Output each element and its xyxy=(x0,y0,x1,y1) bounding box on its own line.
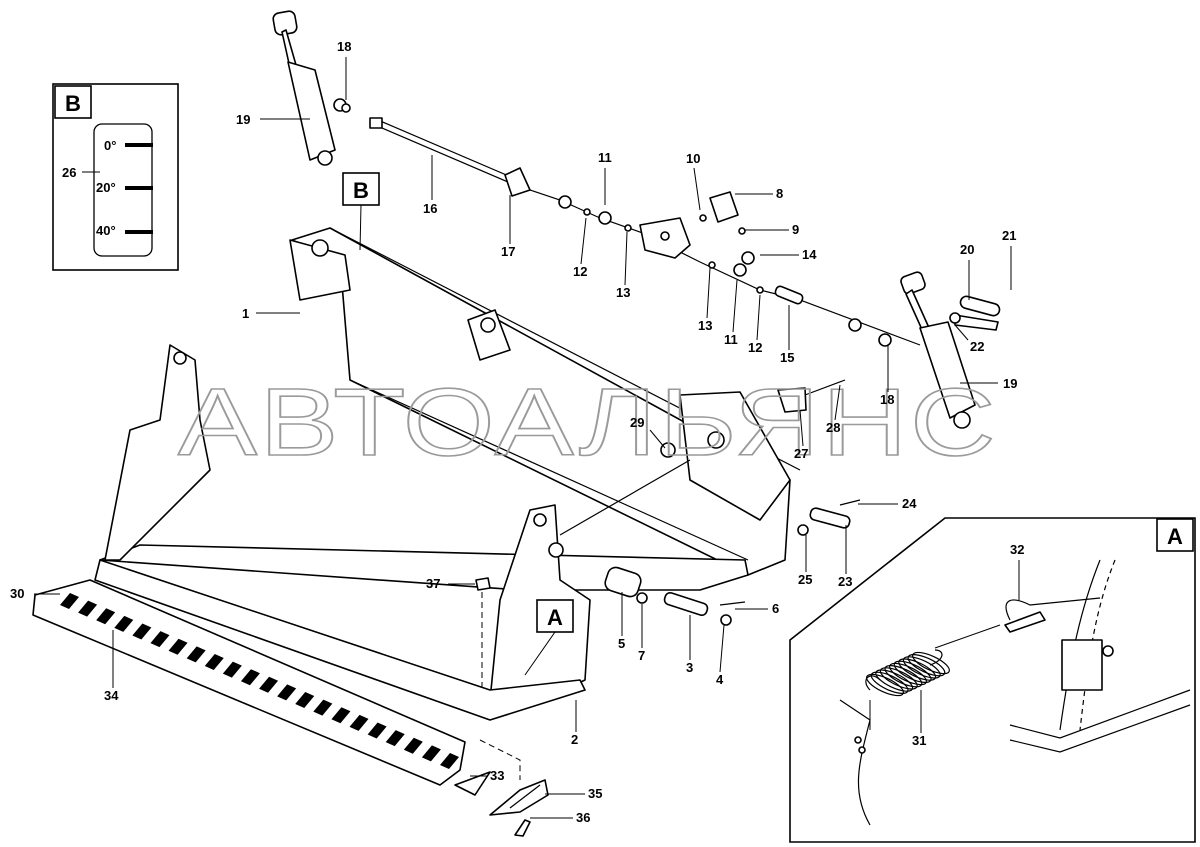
leader-line xyxy=(706,267,711,319)
callout-28: 28 xyxy=(826,420,840,435)
callout-1: 1 xyxy=(242,306,249,321)
callout-36: 36 xyxy=(576,810,590,825)
callout-19: 19 xyxy=(236,112,250,127)
watermark: АВТОАЛЬЯНС xyxy=(178,369,998,476)
leader-line xyxy=(719,624,725,673)
gauge-mark-40: 40° xyxy=(96,223,116,238)
callout-10: 10 xyxy=(686,151,700,166)
callout-20: 20 xyxy=(960,242,974,257)
callout-13: 13 xyxy=(616,285,630,300)
detail-b-marker: B xyxy=(342,172,380,251)
callout-17: 17 xyxy=(501,244,515,259)
tooth-parts xyxy=(454,577,549,837)
callout-21: 21 xyxy=(1002,228,1016,243)
detail-a-label: A xyxy=(1167,524,1183,549)
callout-34: 34 xyxy=(104,688,119,703)
leader-line xyxy=(954,324,969,341)
bucket xyxy=(94,227,801,721)
gauge-ref: 26 xyxy=(62,165,76,180)
callout-8: 8 xyxy=(776,186,783,201)
callout-31: 31 xyxy=(912,733,926,748)
wear-strip xyxy=(32,579,466,786)
leader-line xyxy=(580,217,587,265)
callout-2: 2 xyxy=(571,732,578,747)
callout-9: 9 xyxy=(792,222,799,237)
leader-line xyxy=(649,429,666,449)
callout-14: 14 xyxy=(802,247,817,262)
detail-a-box: A xyxy=(789,517,1196,843)
callout-12: 12 xyxy=(748,340,762,355)
cylinder-left xyxy=(272,10,351,166)
callout-25: 25 xyxy=(798,572,812,587)
callout-29: 29 xyxy=(630,415,644,430)
callout-30: 30 xyxy=(10,586,24,601)
gauge-mark-0: 0° xyxy=(104,138,116,153)
callout-7: 7 xyxy=(638,648,645,663)
callout-18: 18 xyxy=(337,39,351,54)
leader-line xyxy=(756,294,761,341)
svg-text:B: B xyxy=(353,178,369,203)
leader-line xyxy=(834,384,841,421)
leader-line xyxy=(693,167,701,211)
callout-22: 22 xyxy=(970,339,984,354)
detail-b-label: B xyxy=(65,91,81,116)
callout-6: 6 xyxy=(772,601,779,616)
callout-13: 13 xyxy=(698,318,712,333)
callout-18: 18 xyxy=(880,392,894,407)
detail-b-box: B 0° 20° 40° 26 xyxy=(52,83,179,271)
callout-11: 11 xyxy=(724,332,738,347)
leader-line xyxy=(624,231,628,286)
callout-12: 12 xyxy=(573,264,587,279)
callout-37: 37 xyxy=(426,576,440,591)
callout-24: 24 xyxy=(902,496,917,511)
callout-4: 4 xyxy=(716,672,724,687)
fittings xyxy=(504,167,892,458)
callout-3: 3 xyxy=(686,660,693,675)
callout-23: 23 xyxy=(838,574,852,589)
callout-32: 32 xyxy=(1010,542,1024,557)
callout-11: 11 xyxy=(598,150,612,165)
callout-5: 5 xyxy=(618,636,625,651)
callout-19: 19 xyxy=(1003,376,1017,391)
gauge-mark-20: 20° xyxy=(96,180,116,195)
leader-line xyxy=(799,409,804,447)
callout-35: 35 xyxy=(588,786,602,801)
callout-15: 15 xyxy=(780,350,794,365)
leader-line xyxy=(732,279,738,333)
cylinder-right xyxy=(900,271,1001,429)
callouts: 1234567891011121314131112151617181918192… xyxy=(10,39,1024,825)
detail-a-marker: A xyxy=(524,599,574,676)
callout-16: 16 xyxy=(423,201,437,216)
callout-27: 27 xyxy=(794,446,808,461)
pin-parts xyxy=(559,459,861,626)
svg-text:A: A xyxy=(547,605,563,630)
callout-33: 33 xyxy=(490,768,504,783)
